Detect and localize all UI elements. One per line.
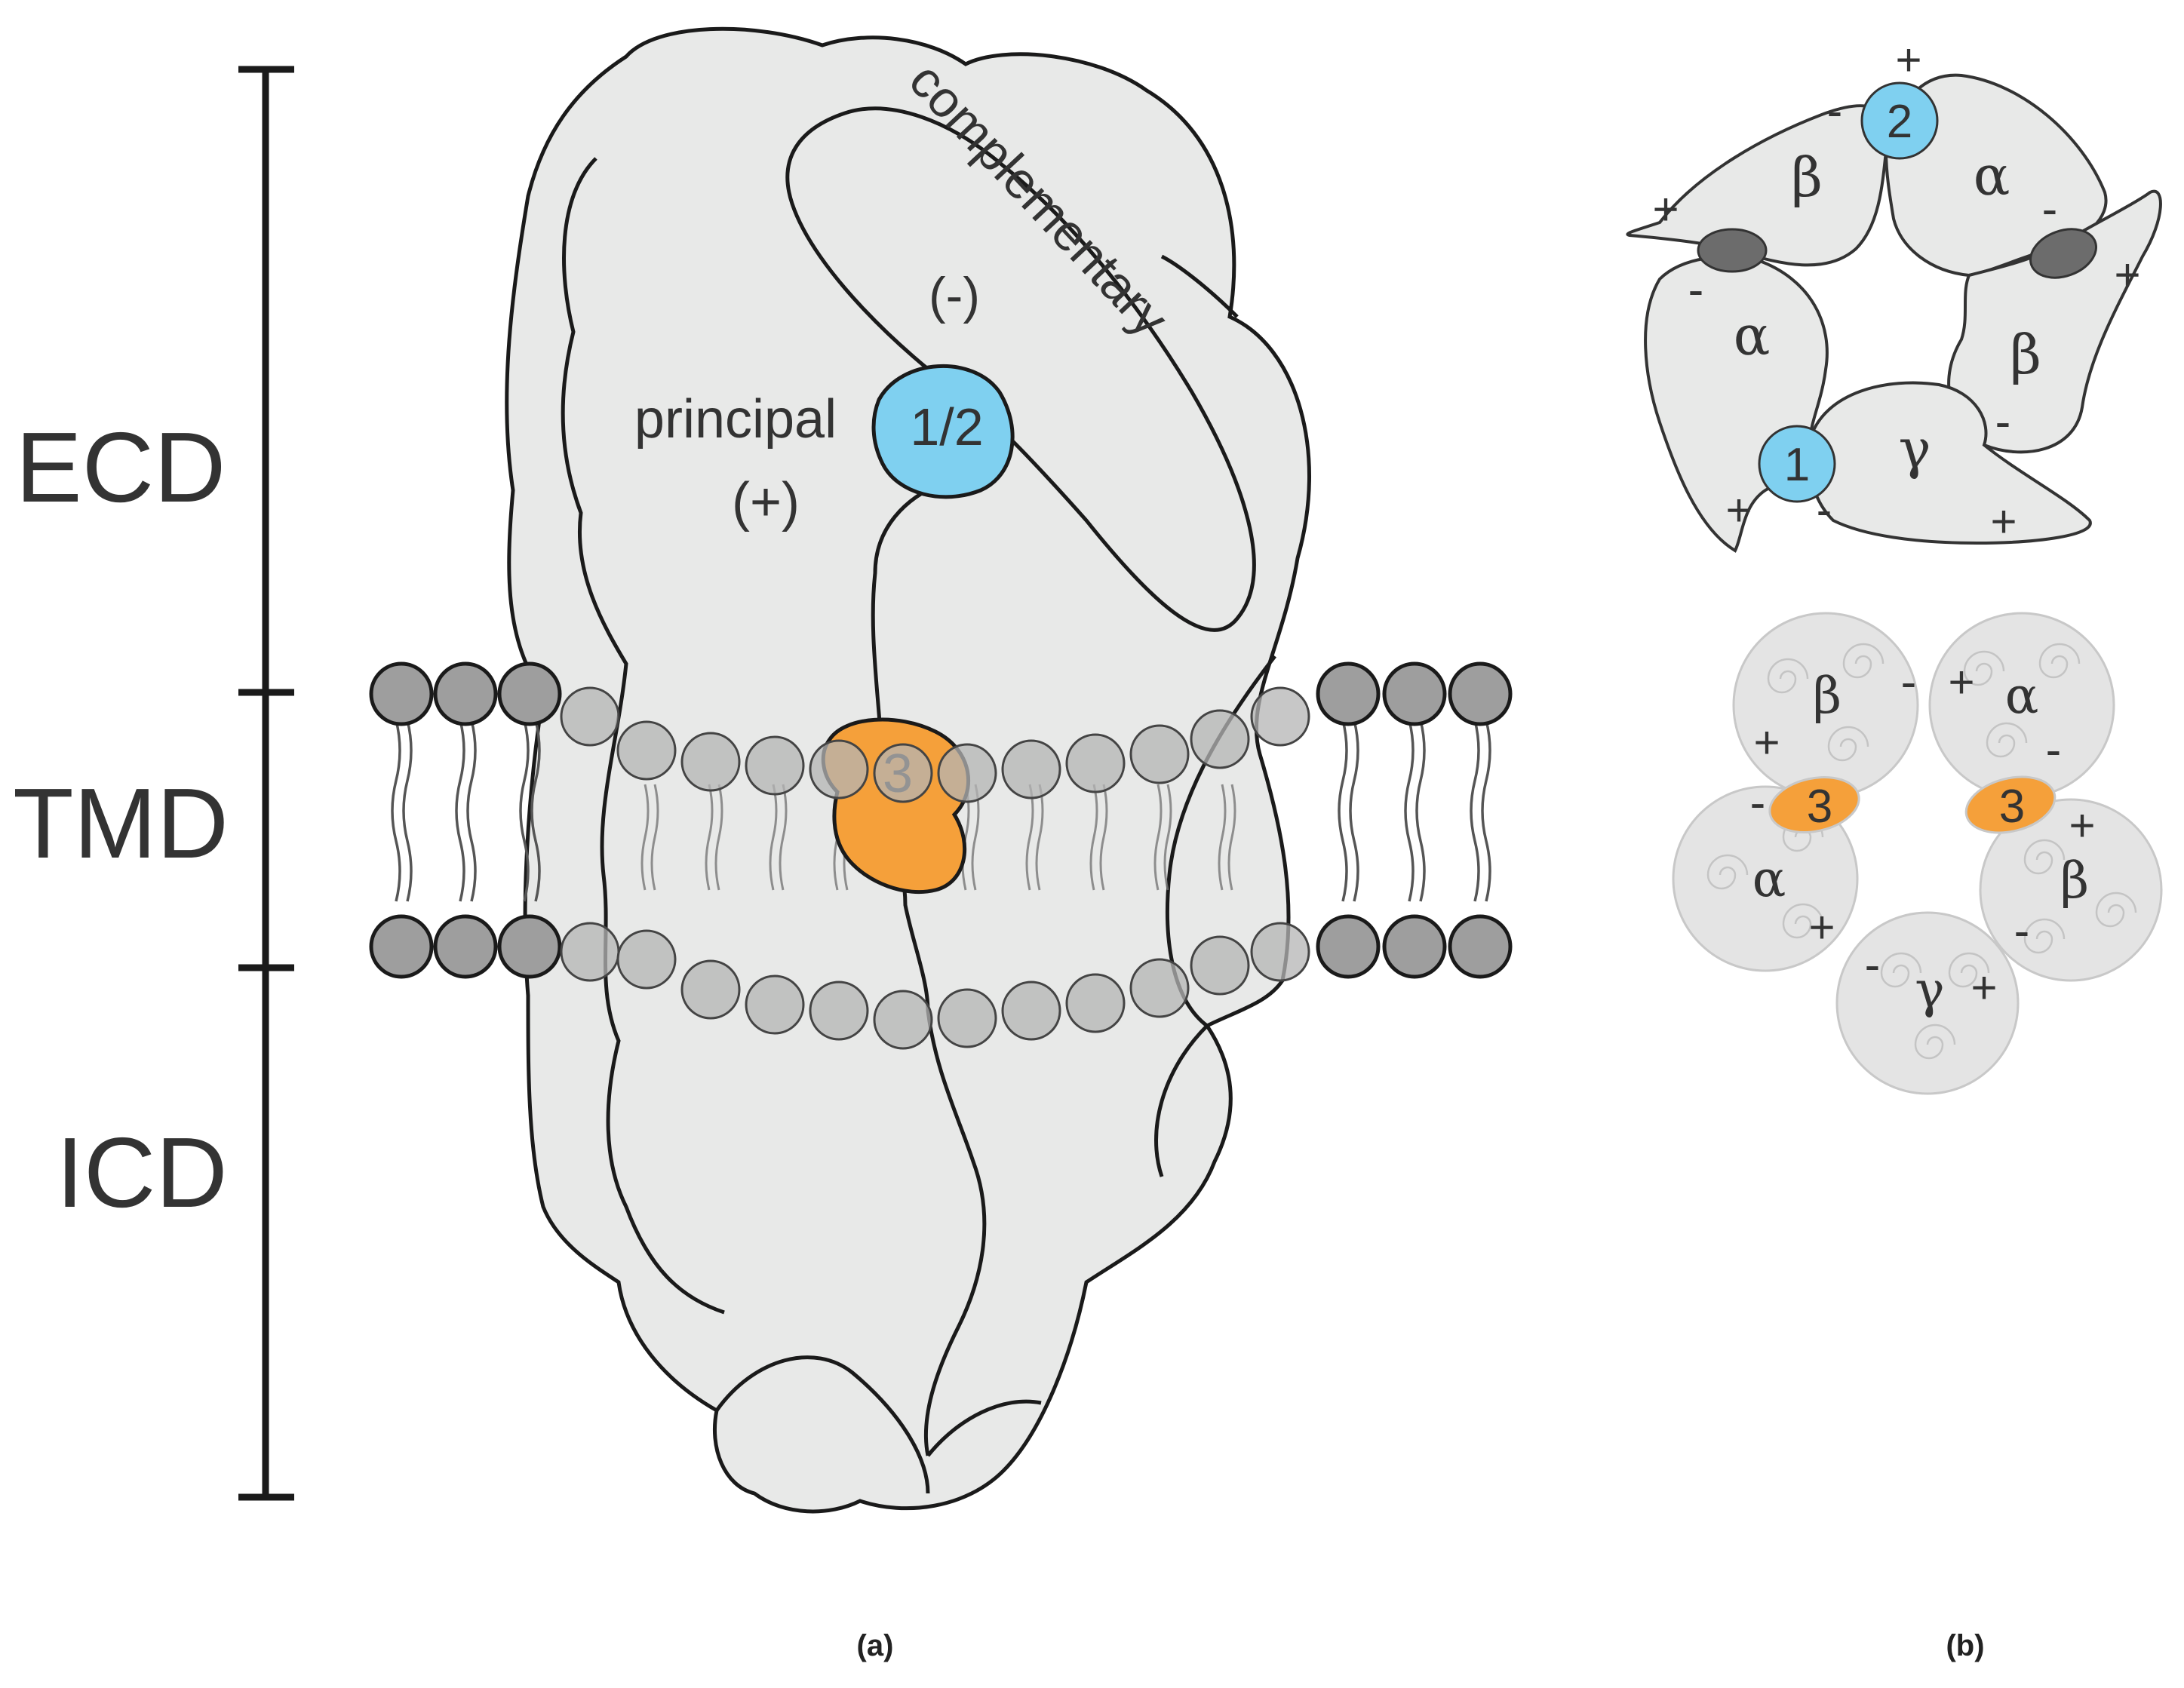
complementary-lobe	[785, 106, 1256, 632]
tmd-minus-sign: -	[1750, 777, 1766, 829]
tmd-plus-sign: +	[1948, 657, 1974, 707]
tmd-minus-sign: -	[2014, 905, 2030, 957]
ecd-subunit-gamma: γ	[1898, 417, 1931, 480]
ecd-plus-sign: +	[1652, 184, 1679, 235]
ecd-plus-sign: +	[1725, 485, 1752, 536]
tmd-plus-sign: +	[1753, 717, 1780, 768]
tmd-site-3-left-label: 3	[1807, 781, 1832, 833]
tmd-label: TMD	[13, 768, 229, 879]
tmd-minus-sign: -	[2046, 724, 2062, 776]
tmd-interface-signs: - + + - - + + - - +	[1750, 656, 2096, 1013]
tmd-subunit-alpha-2: α	[1752, 850, 1786, 908]
ecd-subunit-beta-1: β	[1791, 146, 1823, 209]
principal-sign: (+)	[732, 472, 800, 532]
tmd-subunit-gamma: γ	[1915, 961, 1944, 1019]
lipid-heads-inner	[560, 686, 1310, 1050]
domain-scale-bar	[238, 66, 294, 1501]
tmd-subunit-alpha-1: α	[2005, 667, 2039, 725]
ecd-plus-sign: +	[2114, 250, 2140, 300]
ecd-interface-right	[2029, 228, 2098, 279]
ecd-minus-sign: -	[2042, 183, 2058, 235]
ecd-plus-sign: +	[1895, 35, 1921, 85]
panel-a-caption: (a)	[857, 1629, 894, 1662]
left-subunit-contour	[561, 157, 725, 1315]
tmd-site-3-left	[1768, 776, 1860, 833]
ecd-top-view: 2 1 β α β γ α + - + - + - - + - +	[1626, 35, 2162, 553]
ecd-site-2-label: 2	[1887, 96, 1912, 148]
lipid-membrane: 3	[369, 661, 1513, 1050]
subunit-interface-line	[871, 480, 987, 1456]
ecd-minus-sign: -	[1817, 484, 1832, 536]
lipid-tails	[391, 720, 1491, 902]
ecd-label: ECD	[16, 412, 226, 523]
panel-b-caption: (b)	[1946, 1629, 1984, 1662]
ecd-minus-sign: -	[1827, 85, 1843, 137]
ecd-site-1	[1758, 425, 1836, 503]
ecd-binding-site-1-2	[871, 364, 1015, 499]
ecd-subunit-beta-2: β	[2010, 323, 2041, 386]
ecd-minus-sign: -	[1995, 396, 2011, 448]
tmd-top-view: 3 3 β α β γ α - + + - - + + - - +	[1672, 612, 2163, 1095]
complementary-sign: (-)	[929, 267, 980, 324]
ecd-subunit-alpha-1: α	[1974, 144, 2010, 207]
ecd-subunit-alpha-2: α	[1734, 304, 1771, 367]
icd-label: ICD	[56, 1117, 227, 1228]
ecd-minus-sign: -	[1688, 264, 1704, 316]
ecd-site-2	[1860, 81, 1939, 160]
principal-label: principal	[634, 389, 837, 450]
ecd-site-1-label: 1	[1784, 439, 1810, 491]
ecd-plus-sign: +	[1990, 496, 2017, 547]
ecd-site-label: 1/2	[910, 397, 983, 456]
intracellular-lobes	[714, 1355, 1042, 1494]
tmd-minus-sign: -	[1901, 656, 1917, 708]
tmd-subunit-beta-2: β	[2060, 852, 2089, 910]
ecd-interface-left	[1697, 228, 1768, 273]
tmd-subunit-beta-1: β	[1813, 667, 1842, 725]
tmd-plus-sign: +	[1808, 902, 1835, 953]
tmd-minus-sign: -	[1865, 939, 1881, 991]
lipid-heads-outer	[369, 661, 1513, 979]
ecd-interface-signs: + - + - + - - + - +	[1652, 35, 2140, 547]
ecd-subunits	[1626, 73, 2162, 553]
tmd-plus-sign: +	[1971, 962, 1997, 1013]
tmd-site-3-right-label: 3	[1999, 781, 2025, 833]
tmd-site-3-right	[1964, 775, 2057, 834]
tmd-plus-sign: +	[2069, 800, 2095, 851]
